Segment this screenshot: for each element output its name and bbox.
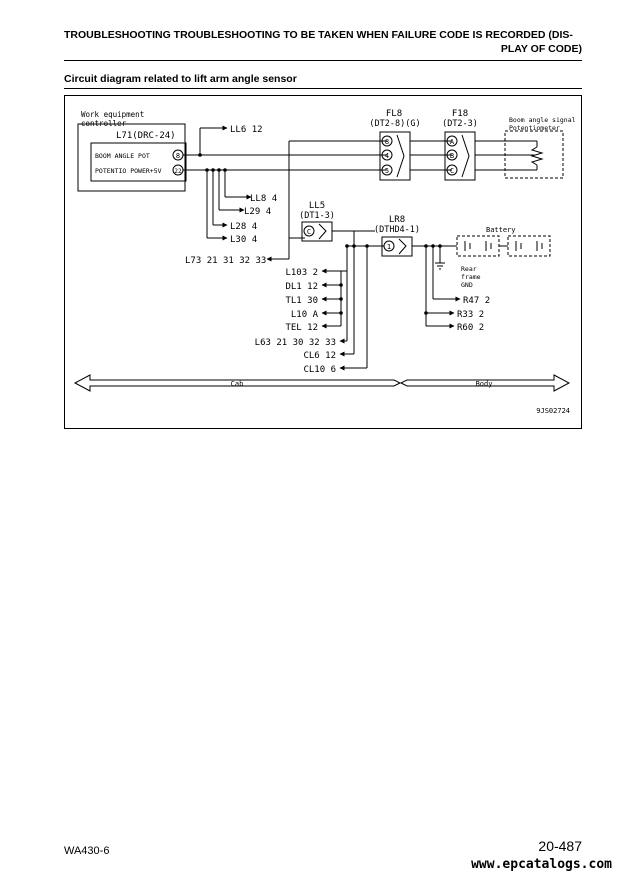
svg-text:Rear: Rear [461, 265, 477, 273]
svg-text:5: 5 [385, 167, 389, 175]
ref-ll8: LL8 4 [250, 194, 277, 204]
f18-type: (DT2-3) [442, 119, 478, 129]
svg-text:4: 4 [385, 152, 389, 160]
controller-pin-box [90, 142, 187, 182]
svg-text:C: C [450, 167, 454, 175]
svg-text:B: B [450, 152, 454, 160]
ref-tl1: TL1 30 [285, 296, 318, 306]
fl8-type: (DT2-8)(G) [369, 119, 420, 129]
lr8-name: LR8 [389, 215, 405, 225]
ref-cl10: CL10 6 [303, 365, 336, 375]
lr8-type: (DTHD4-1) [374, 225, 420, 235]
sensor-box [504, 130, 564, 179]
body-label: Body [476, 380, 493, 388]
svg-text:1: 1 [387, 243, 391, 251]
controller-connector: L71(DRC-24) [116, 131, 176, 141]
ref-l103: L103 2 [285, 268, 318, 278]
ref-tel: TEL 12 [285, 323, 318, 333]
footer-model: WA430-6 [64, 845, 110, 857]
svg-text:8: 8 [385, 138, 389, 146]
controller-pin-22-label: 22 [174, 168, 182, 175]
svg-text:A: A [450, 138, 455, 146]
figure-id: 9JS02724 [536, 407, 570, 415]
header-title-line2: PLAY OF CODE) [500, 43, 582, 55]
controller-pin-label-2: POTENTIO POWER+5V [95, 167, 162, 175]
body-arrow [399, 374, 571, 392]
ref-l10: L10 A [291, 310, 319, 320]
ll5-name: LL5 [309, 201, 325, 211]
ll5-type: (DT1-3) [299, 211, 335, 221]
ref-r33: R33 2 [457, 310, 484, 320]
controller-pin-label-1: BOOM ANGLE POT [95, 152, 150, 160]
ref-l30: L30 4 [230, 235, 257, 245]
battery-1 [456, 235, 500, 257]
f18-name: F18 [452, 109, 468, 119]
controller-label-1: Work equipment [81, 110, 144, 119]
ref-ll6: LL6 12 [230, 125, 263, 135]
section-title: Circuit diagram related to lift arm angl… [64, 73, 297, 85]
section-rule [64, 88, 582, 89]
svg-text:frame: frame [461, 273, 481, 281]
sensor-label-1: Boom angle signal [509, 116, 576, 124]
f18-connector [444, 131, 476, 181]
cab-label: Cab [231, 380, 244, 388]
controller-pin-8-label: 8 [176, 152, 180, 160]
svg-text:GND: GND [461, 281, 473, 289]
controller-label-2: controller [81, 119, 127, 128]
diagram-frame [64, 95, 582, 429]
ref-cl6: CL6 12 [303, 351, 336, 361]
header-rule [64, 60, 582, 61]
ref-dl1: DL1 12 [285, 282, 318, 292]
fl8-connector [379, 131, 411, 181]
ref-l73: L73 21 31 32 33 [185, 256, 266, 266]
fl8-name: FL8 [386, 109, 402, 119]
ref-l28: L28 4 [230, 222, 257, 232]
ref-r60: R60 2 [457, 323, 484, 333]
battery-2 [507, 235, 551, 257]
header-title-line1: TROUBLESHOOTING TROUBLESHOOTING TO BE TA… [64, 29, 573, 41]
controller-box [77, 123, 186, 192]
ref-l63: L63 21 30 32 33 [255, 338, 336, 348]
footer-page-number: 20-487 [538, 838, 582, 854]
circuit-diagram: Work equipment controller L71(DRC-24) BO… [64, 95, 582, 429]
svg-text:C: C [307, 228, 311, 236]
battery-label: Battery [486, 226, 516, 234]
sensor-label-2: Potentiometer [509, 124, 560, 132]
watermark-url: www.epcatalogs.com [471, 857, 612, 872]
ref-l29: L29 4 [244, 207, 271, 217]
ref-r47: R47 2 [463, 296, 490, 306]
